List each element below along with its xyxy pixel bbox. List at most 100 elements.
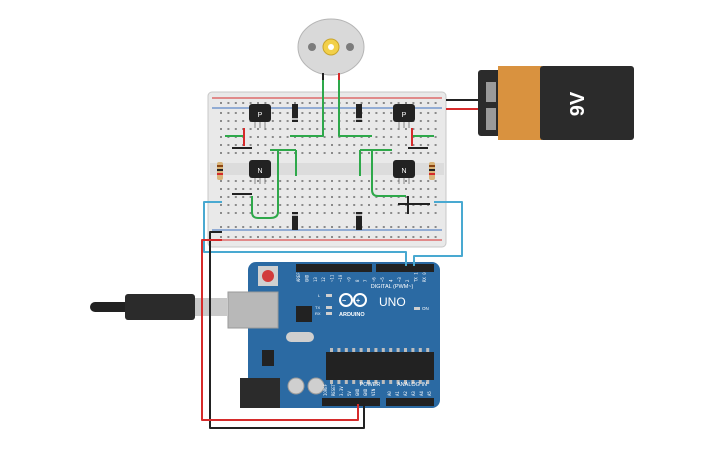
breadboard-hole [338,236,341,238]
breadboard-hole [390,204,393,206]
battery-9v[interactable]: 9V [478,66,634,140]
transistor-n-left[interactable]: N [249,160,271,184]
breadboard-hole [353,180,356,182]
breadboard-hole [308,188,311,190]
transistor-p-right[interactable]: P [393,104,415,128]
analog-pin-label: A2 [403,391,408,396]
breadboard-hole [264,102,267,104]
breadboard-hole [375,120,378,122]
breadboard-hole [249,236,252,238]
chip-leg [381,348,385,352]
breadboard-hole [345,152,348,154]
breadboard-hole [419,196,422,198]
breadboard-hole [419,180,422,182]
breadboard-hole [271,196,274,198]
breadboard-hole [220,204,222,206]
arduino-model: UNO [379,295,406,309]
breadboard-hole [316,196,319,198]
diode[interactable] [356,212,362,230]
breadboard-hole [301,102,304,104]
breadboard-hole [345,128,348,130]
breadboard-hole [242,120,245,122]
breadboard-hole [405,144,407,146]
breadboard-hole [353,196,356,198]
breadboard-hole [257,226,259,228]
transistor-label: N [257,168,262,175]
breadboard-hole [323,136,326,138]
breadboard-hole [249,196,252,198]
breadboard-hole [345,180,348,182]
breadboard-hole [338,144,341,146]
breadboard-hole [412,196,415,198]
transistor-n-right[interactable]: N [393,160,415,184]
breadboard-hole [345,144,348,146]
digital-pin-label: ~11 [330,274,335,282]
breadboard-hole [242,180,245,182]
digital-pin-label: RX 0 [422,272,427,282]
breadboard-hole [242,152,245,154]
breadboard-hole [220,152,222,154]
breadboard-hole [286,236,289,238]
breadboard-hole [308,102,311,104]
breadboard-hole [242,112,245,114]
breadboard-hole [375,188,378,190]
breadboard-hole [412,144,415,146]
breadboard-hole [257,236,259,238]
diode[interactable] [356,104,362,122]
breadboard-hole [405,136,407,138]
resistor[interactable] [429,162,435,180]
breadboard-hole [234,180,237,182]
chip-leg [352,380,356,384]
breadboard-hole [323,236,326,238]
breadboard-hole [345,112,348,114]
breadboard-hole [368,128,370,130]
breadboard-hole [390,188,393,190]
breadboard-hole [353,212,356,214]
breadboard-hole [390,180,393,182]
breadboard-hole [308,180,311,182]
transistor-p-left[interactable]: P [249,104,271,128]
gnd-wire-black [209,231,365,429]
breadboard-hole [405,236,407,238]
breadboard-hole [368,212,370,214]
breadboard-hole [427,144,430,146]
breadboard-hole [353,112,356,114]
breadboard-hole [382,144,385,146]
breadboard-hole [390,144,393,146]
breadboard-hole [249,128,252,130]
breadboard-hole [257,144,259,146]
motor-wire [290,80,324,137]
breadboard-hole [286,144,289,146]
breadboard-hole [249,144,252,146]
breadboard[interactable] [207,91,447,248]
dc-motor[interactable] [297,18,365,80]
resistor[interactable] [217,162,223,180]
breadboard-hole [301,128,304,130]
breadboard-hole [360,128,363,130]
breadboard-hole [345,212,348,214]
breadboard-hole [382,188,385,190]
breadboard-hole [264,212,267,214]
tx-led-label: TX [315,305,320,310]
breadboard-hole [323,152,326,154]
breadboard-hole [234,152,237,154]
breadboard-hole [434,102,437,104]
power-pin-label: RESET [331,383,336,396]
usb-cable[interactable] [90,291,279,329]
breadboard-hole [390,120,393,122]
breadboard-hole [279,128,282,130]
breadboard-hole [434,196,437,198]
breadboard-hole [382,152,385,154]
diode[interactable] [292,104,298,122]
breadboard-hole [419,144,422,146]
diode[interactable] [292,212,298,230]
breadboard-hole [368,236,370,238]
breadboard-hole [427,196,430,198]
breadboard-hole [382,204,385,206]
breadboard-hole [257,212,259,214]
wires[interactable] [201,80,478,429]
breadboard-hole [249,212,252,214]
breadboard-hole [227,212,230,214]
